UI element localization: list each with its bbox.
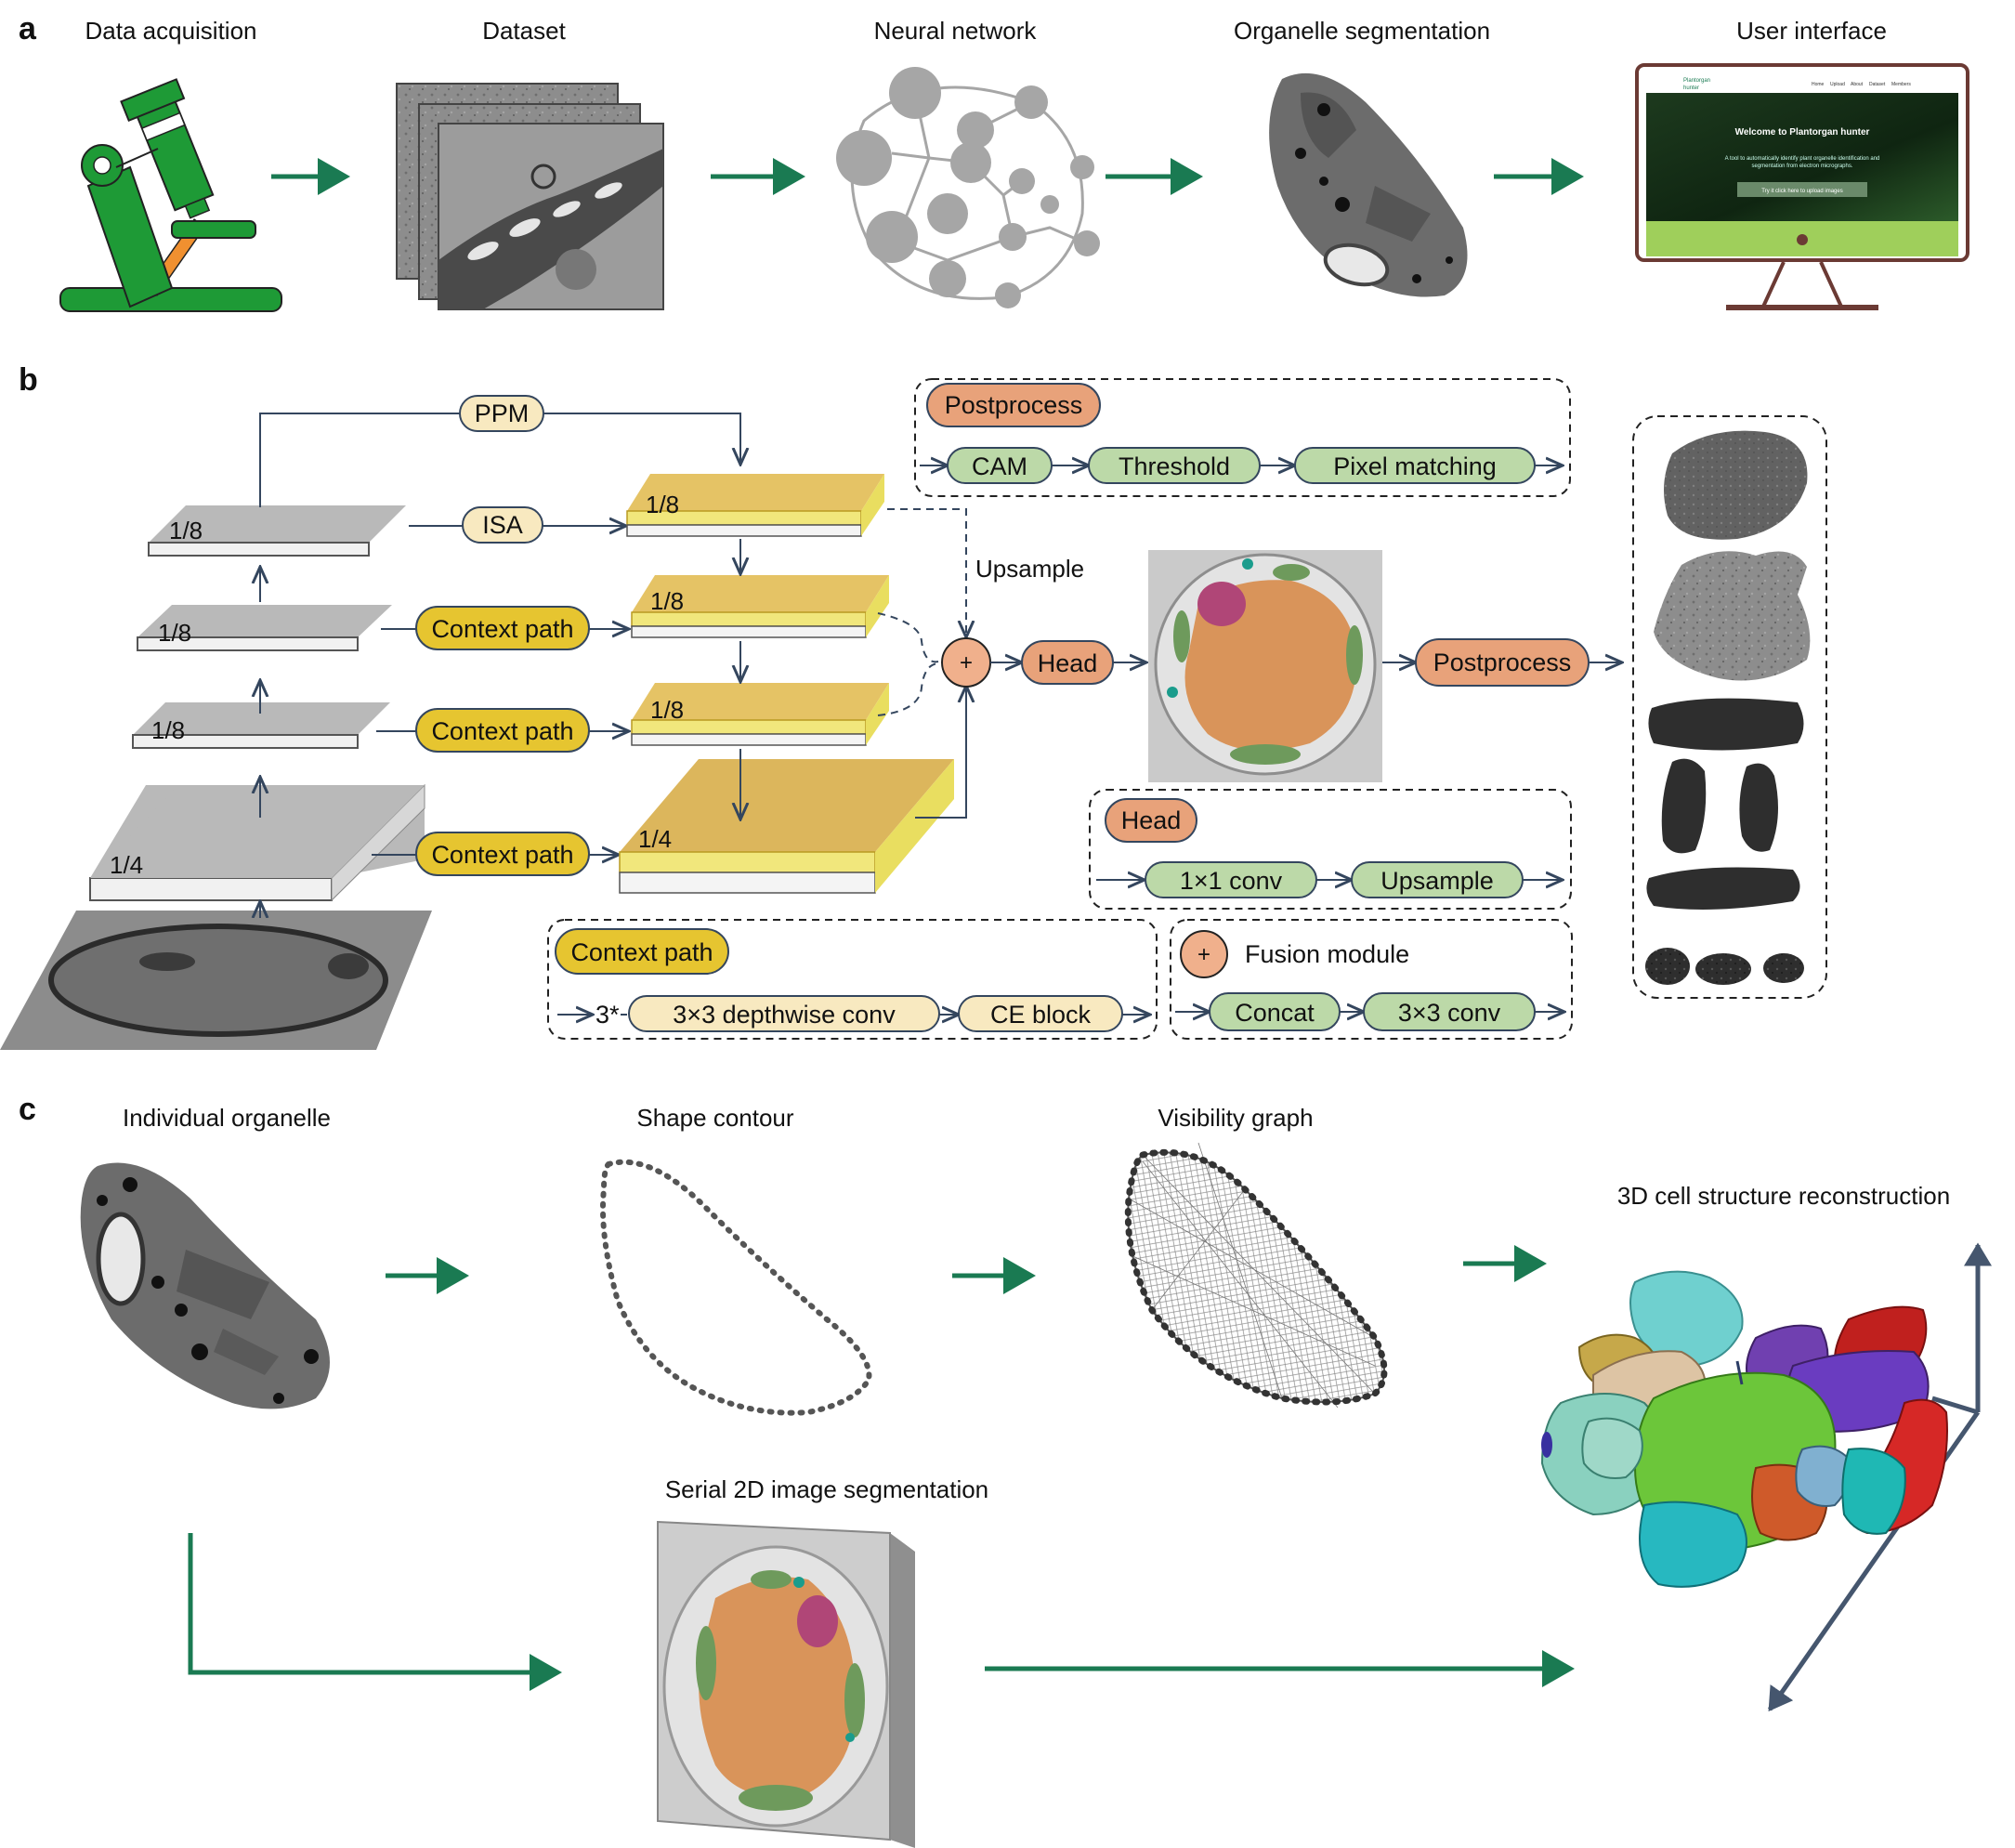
fusion-module-legend: + Fusion module Concat 3×3 conv bbox=[1170, 919, 1573, 1040]
context-path-legend: Context path 3* 3×3 depthwise conv CE bl… bbox=[547, 919, 1158, 1040]
fusion-legend-title: Fusion module bbox=[1245, 940, 1409, 968]
step-dataset: Dataset bbox=[482, 17, 566, 45]
microscope-icon bbox=[59, 78, 282, 312]
decoder-scale-2: 1/8 bbox=[650, 587, 684, 615]
network-nodes bbox=[836, 67, 1100, 308]
context-repeat: 3* bbox=[595, 1001, 620, 1029]
panel-c: c Individual organelle Shape contour Vis… bbox=[19, 1092, 1992, 1848]
head-step-upsample: Upsample bbox=[1380, 867, 1494, 895]
ppm-pill bbox=[459, 395, 544, 432]
decoder-scale-3: 1/8 bbox=[650, 696, 684, 724]
screen-tagline-1: A tool to automatically identify plant o… bbox=[1725, 156, 1880, 162]
screen-upload-button[interactable] bbox=[1737, 182, 1867, 197]
shape-contour-dots bbox=[600, 1159, 872, 1416]
step-shape-contour: Shape contour bbox=[636, 1104, 793, 1132]
3d-reconstruction-render bbox=[1540, 1270, 1948, 1588]
serial-segmentation-panel bbox=[657, 1520, 915, 1848]
screen-nav-home[interactable]: Home bbox=[1812, 82, 1825, 87]
step-organelle-segmentation: Organelle segmentation bbox=[1234, 17, 1490, 45]
postprocess-legend-title: Postprocess bbox=[945, 391, 1083, 419]
fusion-legend-symbol: + bbox=[1197, 942, 1210, 967]
postprocess-legend: Postprocess CAM Threshold Pixel matching bbox=[914, 378, 1571, 497]
fusion-step-concat: Concat bbox=[1235, 999, 1315, 1027]
monitor-ui-screenshot: Plantorgan hunter Home Upload About Data… bbox=[1635, 63, 1969, 310]
context-path-label-2: Context path bbox=[431, 717, 573, 745]
head-legend-title: Head bbox=[1121, 806, 1182, 834]
arrow-c4 bbox=[188, 1533, 562, 1691]
screen-tagline-2: segmentation from electron micrographs. bbox=[1751, 164, 1852, 169]
scale-eighth-3: 1/8 bbox=[151, 716, 185, 744]
context-step-depthwise: 3×3 depthwise conv bbox=[673, 1001, 896, 1029]
panel-a: a Data acquisition Dataset Neural networ… bbox=[19, 11, 1969, 312]
dataset-image-stack bbox=[396, 83, 664, 310]
postprocess-step-threshold: Threshold bbox=[1119, 452, 1230, 480]
postprocess-label: Postprocess bbox=[1433, 649, 1572, 676]
panel-b: b 1/4 1/8 1/8 1/8 bbox=[0, 362, 1827, 1050]
scale-eighth-2: 1/8 bbox=[158, 619, 191, 647]
visibility-graph bbox=[1124, 1142, 1388, 1409]
segmented-organelle-image bbox=[1269, 72, 1468, 297]
screen-nav-dataset[interactable]: Dataset bbox=[1869, 82, 1886, 87]
panel-c-letter: c bbox=[19, 1092, 36, 1127]
context-legend-title: Context path bbox=[570, 938, 713, 966]
screen-brand-line2: hunter bbox=[1683, 85, 1699, 91]
fusion-plus-symbol: + bbox=[960, 650, 973, 675]
screen-brand-line1: Plantorgan bbox=[1683, 78, 1710, 84]
head-step-1x1-conv: 1×1 conv bbox=[1180, 867, 1283, 895]
context-step-ce-block: CE block bbox=[990, 1001, 1092, 1029]
upsample-label: Upsample bbox=[975, 555, 1084, 583]
postprocess-step-cam: CAM bbox=[972, 452, 1027, 480]
panel-b-letter: b bbox=[19, 362, 38, 398]
decoder-feature-slabs: 1/8 1/8 1/8 1/4 bbox=[619, 474, 954, 894]
step-data-acquisition: Data acquisition bbox=[85, 17, 257, 45]
decoder-scale-1: 1/8 bbox=[646, 491, 679, 518]
individual-organelle-image bbox=[80, 1162, 330, 1409]
step-visibility-graph: Visibility graph bbox=[1158, 1104, 1313, 1132]
context-path-label-3: Context path bbox=[431, 841, 573, 869]
fusion-step-3x3-conv: 3×3 conv bbox=[1398, 999, 1501, 1027]
screen-nav-upload[interactable]: Upload bbox=[1830, 82, 1845, 87]
step-neural-network: Neural network bbox=[874, 17, 1038, 45]
screen-upload-button-label: Try it click here to upload images bbox=[1761, 189, 1842, 194]
screen-nav-about[interactable]: About bbox=[1851, 82, 1864, 87]
output-organelles bbox=[1632, 415, 1827, 999]
scale-eighth-1: 1/8 bbox=[169, 517, 203, 544]
postprocess-step-pixel-matching: Pixel matching bbox=[1333, 452, 1497, 480]
screen-nav-members[interactable]: Members bbox=[1891, 82, 1911, 87]
ppm-label: PPM bbox=[475, 400, 530, 427]
context-path-label-1: Context path bbox=[431, 615, 573, 643]
scale-quarter: 1/4 bbox=[110, 851, 143, 879]
decoder-scale-4: 1/4 bbox=[638, 825, 672, 853]
head-legend: Head 1×1 conv Upsample bbox=[1089, 789, 1572, 910]
head-label: Head bbox=[1038, 649, 1098, 677]
step-3d-reconstruction: 3D cell structure reconstruction bbox=[1617, 1182, 1950, 1210]
encoder-stack: 1/4 1/8 1/8 1/8 bbox=[0, 505, 432, 1050]
panel-a-letter: a bbox=[19, 11, 37, 46]
segmented-cell-image bbox=[1148, 550, 1382, 782]
step-individual-organelle: Individual organelle bbox=[123, 1104, 331, 1132]
screen-welcome: Welcome to Plantorgan hunter bbox=[1735, 127, 1870, 138]
step-user-interface: User interface bbox=[1736, 17, 1887, 45]
step-serial-2d-segmentation: Serial 2D image segmentation bbox=[665, 1475, 988, 1503]
isa-label: ISA bbox=[482, 511, 523, 539]
